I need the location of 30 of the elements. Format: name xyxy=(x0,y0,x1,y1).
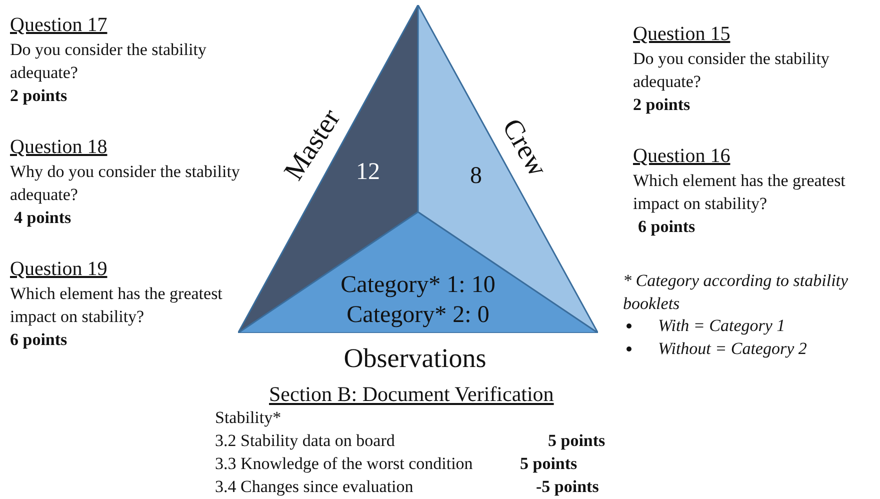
points-value: 5 points xyxy=(520,453,578,475)
question-text: Which element has the greatest impact on stability? xyxy=(10,283,224,328)
section-heading: Section B: Document Verification xyxy=(269,383,554,406)
face-value: 8 xyxy=(469,162,483,191)
question-heading: Question 18 xyxy=(10,136,108,159)
points-value: 2 points xyxy=(633,94,690,116)
side-label: Observations xyxy=(344,343,486,373)
face-value: Category* 1: 10 Category* 2: 0 xyxy=(340,271,496,330)
points-value: 2 points xyxy=(10,85,68,107)
bullet-item: Without = Category 2 xyxy=(658,338,807,360)
points-value: 6 points xyxy=(638,216,696,238)
row-text: 3.4 Changes since evaluation xyxy=(215,476,414,498)
question-heading: Question 15 xyxy=(633,23,730,46)
row-text: Stability* xyxy=(215,407,282,429)
points-value: 6 points xyxy=(10,329,68,351)
points-value: -5 points xyxy=(536,476,599,498)
question-text: Which element has the greatest impact on stability? xyxy=(633,170,846,215)
question-heading: Question 17 xyxy=(10,14,108,37)
footnote: * Category according to stability booklets xyxy=(623,270,850,315)
points-value: 5 points xyxy=(548,430,606,452)
question-text: Do you consider the stability adequate? xyxy=(10,39,208,84)
question-heading: Question 19 xyxy=(10,258,108,281)
face-value: 12 xyxy=(355,158,381,187)
bullet-item: With = Category 1 xyxy=(658,315,786,337)
question-text: Why do you consider the stability adequate? xyxy=(10,161,241,206)
points-value: 4 points xyxy=(14,207,72,229)
row-text: 3.3 Knowledge of the worst condition xyxy=(215,453,473,475)
question-heading: Question 16 xyxy=(633,145,730,168)
question-text: Do you consider the stability adequate? xyxy=(633,48,830,93)
row-text: 3.2 Stability data on board xyxy=(215,430,395,452)
